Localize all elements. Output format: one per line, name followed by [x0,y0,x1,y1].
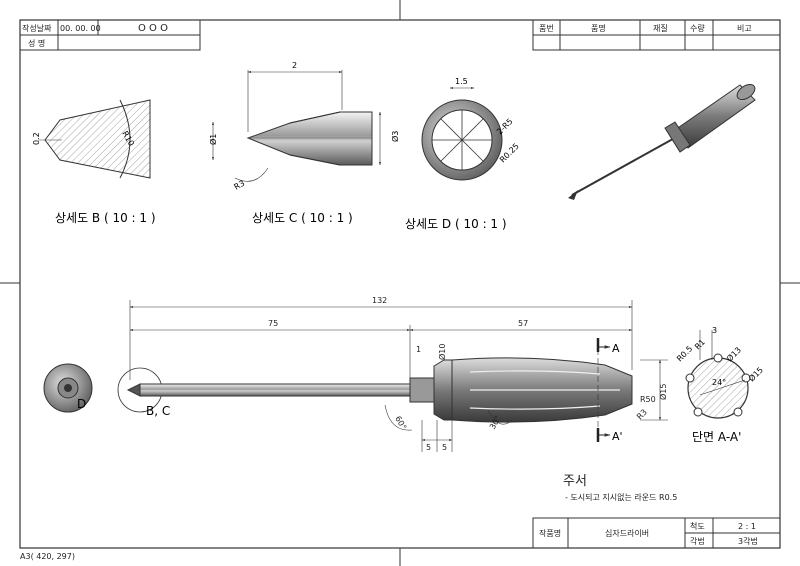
detail-b-title: 상세도 B ( 10 : 1 ) [55,211,156,225]
section-title: 단면 A-A' [692,430,741,444]
work-value: 십자드라이버 [605,528,649,538]
proj-label: 각법 [690,536,705,546]
dim-5a: 5 [426,443,431,452]
date-label: 작성날짜 [22,23,52,33]
author-value: O O O [138,23,168,34]
header-table: 작성날짜 00. 00. 00 O O O 성 명 [19,19,201,51]
title-block: 작품명 십자드라이버 척도 2 : 1 각법 3각법 [532,517,781,549]
parts-table: 품번 품명 재질 수량 비고 [532,19,781,51]
section-dim-r0.5: R0.5 [675,344,694,363]
main-dimensions [129,300,668,452]
detail-c-dim-d1: Ø1 [208,134,218,145]
section-markers: A A' [596,338,623,443]
dim-d10: Ø10 [437,344,447,360]
name-label: 성 명 [28,38,45,48]
work-label: 작품명 [539,528,561,538]
detail-d: 1.5 2-R5 R0.25 상세도 D ( 10 : 1 ) [405,77,521,231]
detail-b: 0.2 R10 상세도 B ( 10 : 1 ) [32,99,156,225]
label-d: D [77,397,86,411]
end-view: D [43,363,93,413]
dim-d15: Ø15 [658,384,668,400]
dim-total: 132 [372,296,387,305]
section-view: 3 R1 R0.5 Ø13 Ø15 24° 단면 A-A' [675,326,765,444]
screwdriver-isometric [568,83,756,200]
section-dim-24: 24° [712,378,726,387]
parts-header-remark: 비고 [737,24,752,33]
parts-header-qty: 수량 [690,23,705,33]
dim-r3: R3 [635,408,649,422]
detail-c-dim-2: 2 [292,61,297,70]
dim-5b: 5 [442,443,447,452]
notes: 주서 - 도시되고 지시없는 라운드 R0.5 [563,474,677,502]
dim-60: 60° [393,415,408,432]
parts-header-no: 품번 [539,24,554,33]
scale-label: 척도 [690,522,705,531]
label-a: A [612,342,620,355]
sheet-size-label: A3( 420, 297) [20,552,75,561]
date-value: 00. 00. 00 [60,24,101,33]
parts-header-name: 품명 [591,23,606,33]
detail-b-dim-0.2: 0.2 [32,132,41,145]
detail-c: 2 Ø1 Ø3 R3 상세도 C ( 10 : 1 ) [208,61,400,225]
main-dim-texts: 132 75 57 1 Ø10 Ø15 R50 R3 5 5 60° 30° [268,296,668,452]
detail-d-dim-1.5: 1.5 [455,77,468,86]
section-dim-3: 3 [712,326,717,335]
notes-text: - 도시되고 지시없는 라운드 R0.5 [565,493,677,502]
main-side-view: B, C [117,357,633,423]
detail-d-dim-2r5: 2-R5 [495,117,515,137]
scale-value: 2 : 1 [738,522,756,531]
detail-c-title: 상세도 C ( 10 : 1 ) [252,211,353,225]
detail-d-title: 상세도 D ( 10 : 1 ) [405,217,507,231]
label-a-prime: A' [612,430,623,443]
section-dim-r1: R1 [693,338,707,352]
detail-c-dim-d3: Ø3 [390,131,400,142]
notes-title: 주서 [563,474,587,489]
dim-1: 1 [416,345,421,354]
parts-header-material: 재질 [653,24,668,33]
proj-value: 3각법 [738,536,758,546]
dim-shaft: 75 [268,319,278,328]
label-bc: B, C [146,404,170,418]
detail-c-dim-r3: R3 [233,179,247,192]
dim-r50: R50 [640,395,656,404]
dim-handle: 57 [518,319,528,328]
